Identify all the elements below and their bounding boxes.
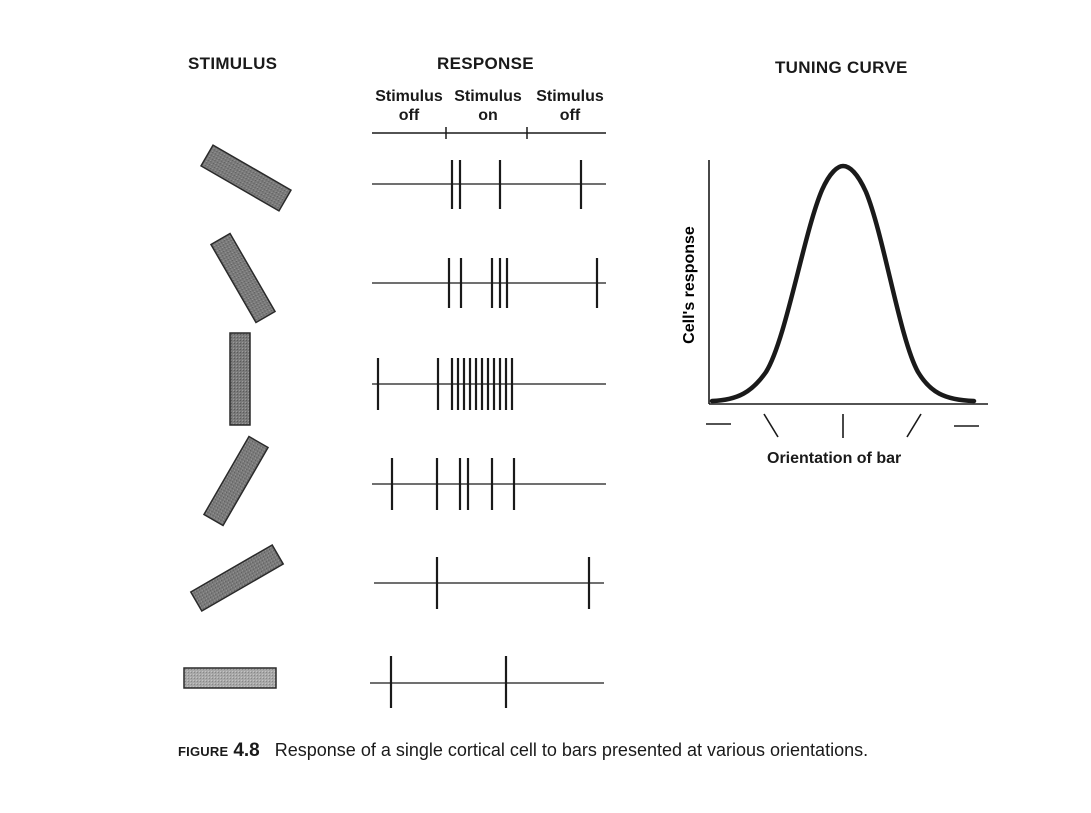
stimulus-bar-3 xyxy=(229,332,251,426)
phase-label-off-1: Stimulus off xyxy=(370,87,448,125)
stimulus-bar-1 xyxy=(200,144,292,212)
tuning-curve-plot xyxy=(708,160,988,405)
stimulus-bar-6 xyxy=(183,667,277,689)
orientation-mark-tilt-left xyxy=(763,413,779,438)
stimulus-bars xyxy=(183,144,292,689)
stimulus-bar-5 xyxy=(189,543,285,613)
tuning-curve-heading: TUNING CURVE xyxy=(775,58,908,77)
stimulus-bar-2 xyxy=(209,232,277,324)
spike-trains xyxy=(370,160,606,708)
phase-label-line1: Stimulus xyxy=(536,88,604,105)
figure-caption: FIGURE 4.8 Response of a single cortical… xyxy=(178,740,868,762)
orientation-mark-tilt-right xyxy=(906,413,922,438)
spike-train-6 xyxy=(370,656,604,708)
tuning-y-axis-label: Cell's response xyxy=(681,226,698,344)
spike-train-3 xyxy=(372,358,606,410)
stimulus-heading: STIMULUS xyxy=(188,54,278,73)
caption-figure-number: 4.8 xyxy=(233,740,260,761)
phase-label-line1: Stimulus xyxy=(375,88,443,105)
tuning-curve-line xyxy=(709,163,977,404)
phase-label-line2: on xyxy=(478,107,498,124)
phase-label-line2: off xyxy=(559,107,581,124)
caption-figure-word: FIGURE xyxy=(178,744,229,759)
orientation-markers xyxy=(706,413,979,438)
phase-label-line2: off xyxy=(398,107,420,124)
spike-train-1 xyxy=(372,160,606,209)
phase-label-on: Stimulus on xyxy=(449,87,527,125)
phase-label-line1: Stimulus xyxy=(454,88,522,105)
spike-train-5 xyxy=(374,557,604,609)
stimulus-bar-4 xyxy=(202,435,270,527)
spike-train-2 xyxy=(372,258,606,308)
caption-text: Response of a single cortical cell to ba… xyxy=(274,740,869,760)
response-heading: RESPONSE xyxy=(437,54,534,73)
tuning-x-axis-label: Orientation of bar xyxy=(767,450,902,467)
phase-timeline xyxy=(372,127,606,139)
spike-train-4 xyxy=(372,458,606,510)
phase-label-off-2: Stimulus off xyxy=(530,87,610,125)
